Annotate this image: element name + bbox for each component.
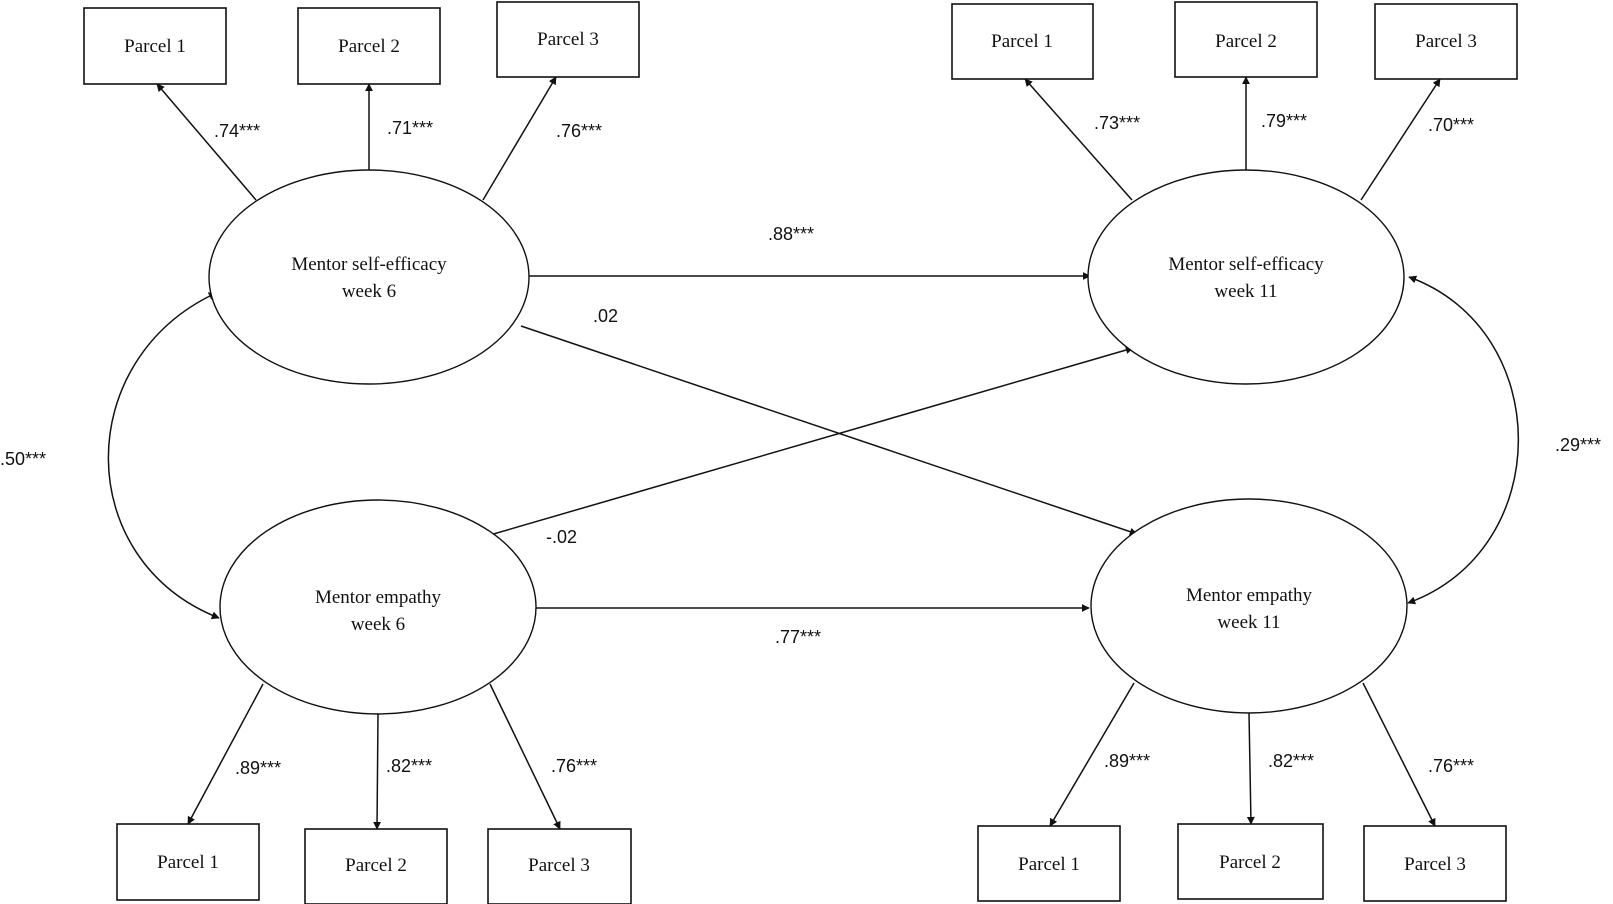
indicator-box-se6-p2: Parcel 2 (297, 7, 441, 85)
indicator-box-em6-p3: Parcel 3 (487, 828, 632, 904)
indicator-box-em11-p3: Parcel 3 (1363, 825, 1507, 902)
factor-ellipse-em11: Mentor empathy week 11 (1090, 498, 1408, 714)
covariance-label-week11: .29*** (1555, 435, 1601, 455)
indicator-label: Parcel 2 (1215, 31, 1277, 52)
factor-label-line1: Mentor self-efficacy (291, 254, 447, 275)
indicator-label: Parcel 1 (1018, 854, 1080, 875)
indicator-label: Parcel 1 (991, 31, 1053, 52)
indicator-label: Parcel 3 (1415, 31, 1477, 52)
loading-label-se6-p1: .74*** (214, 121, 260, 141)
factor-label-line2: week 6 (342, 281, 396, 302)
factor-label-line2: week 6 (351, 614, 405, 635)
factor-label-line2: week 11 (1217, 612, 1280, 633)
indicator-box-em11-p2: Parcel 2 (1177, 823, 1324, 900)
indicator-label: Parcel 3 (1404, 854, 1466, 875)
loading-label-em6-p1: .89*** (235, 758, 281, 778)
indicator-box-se11-p2: Parcel 2 (1174, 1, 1318, 78)
loading-label-em11-p3: .76*** (1428, 756, 1474, 776)
loading-label-se11-p1: .73*** (1094, 113, 1140, 133)
indicator-label: Parcel 2 (1219, 852, 1281, 873)
factor-ellipse-em6: Mentor empathy week 6 (219, 499, 537, 715)
indicator-label: Parcel 3 (537, 29, 599, 50)
path-label-se6-em11: .02 (593, 306, 618, 326)
indicator-box-se6-p3: Parcel 3 (496, 1, 640, 78)
loading-arrow-em11-p3 (1362, 682, 1436, 827)
factor-ellipse-se11: Mentor self-efficacy week 11 (1087, 169, 1405, 385)
factor-ellipse-se6: Mentor self-efficacy week 6 (208, 169, 530, 385)
indicator-box-em6-p2: Parcel 2 (304, 828, 448, 904)
loading-arrow-se6-p3 (482, 76, 557, 201)
factor-label-line1: Mentor empathy (1186, 585, 1313, 606)
loading-label-se6-p2: .71*** (387, 118, 433, 138)
covariance-label-week6: .50*** (0, 449, 46, 469)
loading-label-se11-p2: .79*** (1261, 111, 1307, 131)
factor-label-line1: Mentor empathy (315, 587, 442, 608)
indicator-label: Parcel 2 (345, 855, 407, 876)
indicator-box-se11-p3: Parcel 3 (1374, 3, 1518, 80)
path-label-se6-se11: .88*** (768, 224, 814, 244)
indicator-box-em11-p1: Parcel 1 (977, 825, 1121, 902)
loading-label-em6-p3: .76*** (551, 756, 597, 776)
loading-label-em6-p2: .82*** (386, 756, 432, 776)
loading-arrow-em11-p1 (1049, 682, 1135, 827)
indicator-box-se6-p1: Parcel 1 (83, 7, 227, 85)
indicator-label: Parcel 3 (528, 855, 590, 876)
factor-label-line1: Mentor self-efficacy (1168, 254, 1324, 275)
loading-label-se11-p3: .70*** (1428, 115, 1474, 135)
covariance-arrow-week6 (107, 292, 220, 620)
factor-label-line2: week 11 (1214, 281, 1277, 302)
loading-label-em11-p2: .82*** (1268, 751, 1314, 771)
indicator-box-se11-p1: Parcel 1 (951, 3, 1094, 80)
loading-label-se6-p3: .76*** (556, 121, 602, 141)
loading-arrow-em11-p2 (1246, 712, 1255, 825)
path-arrow-se6-em11 (520, 325, 1138, 536)
path-arrow-em6-se11 (489, 346, 1134, 536)
indicator-label: Parcel 1 (124, 36, 186, 57)
path-label-em6-se11: -.02 (546, 527, 577, 547)
covariance-arrow-week11 (1407, 275, 1520, 605)
indicator-box-em6-p1: Parcel 1 (116, 823, 260, 901)
loading-arrow-em6-p2 (373, 713, 382, 830)
loading-arrow-se6-p1 (156, 83, 257, 201)
indicator-label: Parcel 2 (338, 36, 400, 57)
loading-arrow-em6-p1 (187, 683, 264, 825)
loading-label-em11-p1: .89*** (1104, 751, 1150, 771)
path-label-em6-em11: .77*** (775, 627, 821, 647)
loading-arrow-se11-p3 (1360, 78, 1441, 201)
loading-arrow-em6-p3 (489, 683, 561, 830)
loading-arrow-se11-p1 (1024, 78, 1133, 201)
indicator-label: Parcel 1 (157, 852, 219, 873)
